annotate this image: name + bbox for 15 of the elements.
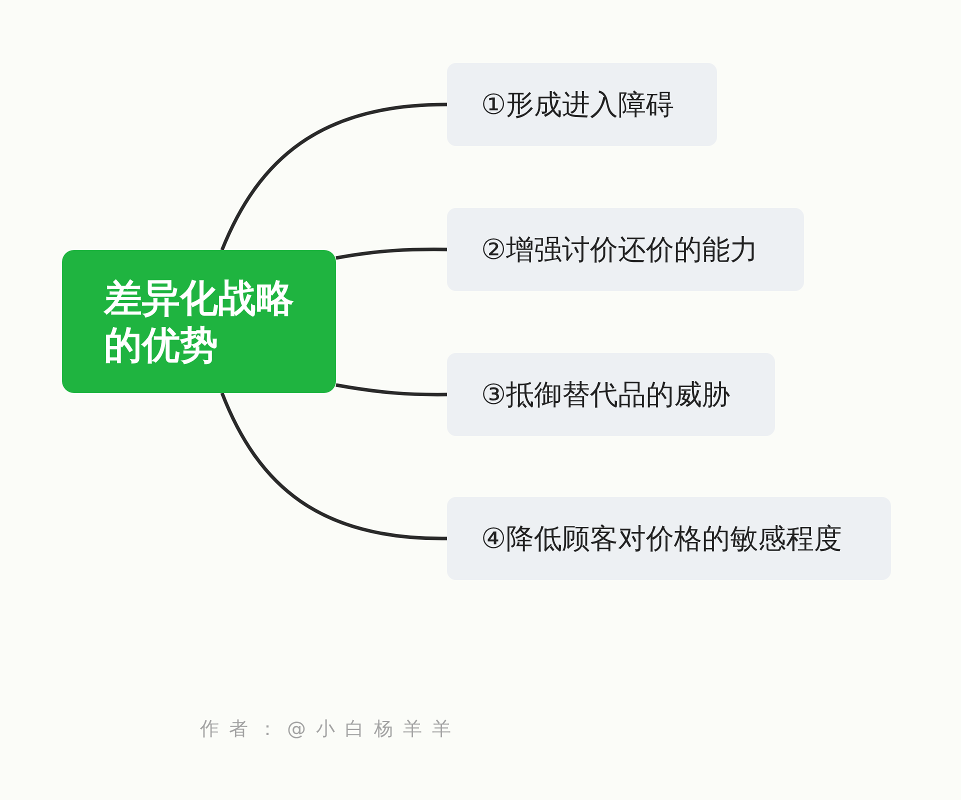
connector-curve bbox=[336, 383, 448, 396]
subtopic-box bbox=[447, 497, 891, 580]
topic-title: 差异化战略的优势 bbox=[104, 274, 295, 368]
connector-curve bbox=[220, 102, 448, 251]
subtopic-box bbox=[447, 353, 775, 436]
connector-curve bbox=[336, 248, 448, 260]
subtopic-box bbox=[447, 208, 804, 291]
central-topic-box bbox=[62, 250, 336, 393]
subtopic-text: ③抵御替代品的威胁 bbox=[481, 376, 730, 412]
connector-curve bbox=[220, 392, 448, 540]
subtopic-text: ①形成进入障碍 bbox=[481, 86, 674, 122]
author-credit: 作者：@小白杨羊羊 bbox=[200, 717, 461, 742]
subtopic-box bbox=[447, 63, 717, 146]
subtopic-text: ②增强讨价还价的能力 bbox=[481, 232, 758, 268]
subtopic-text: ④降低顾客对价格的敏感程度 bbox=[481, 520, 842, 556]
